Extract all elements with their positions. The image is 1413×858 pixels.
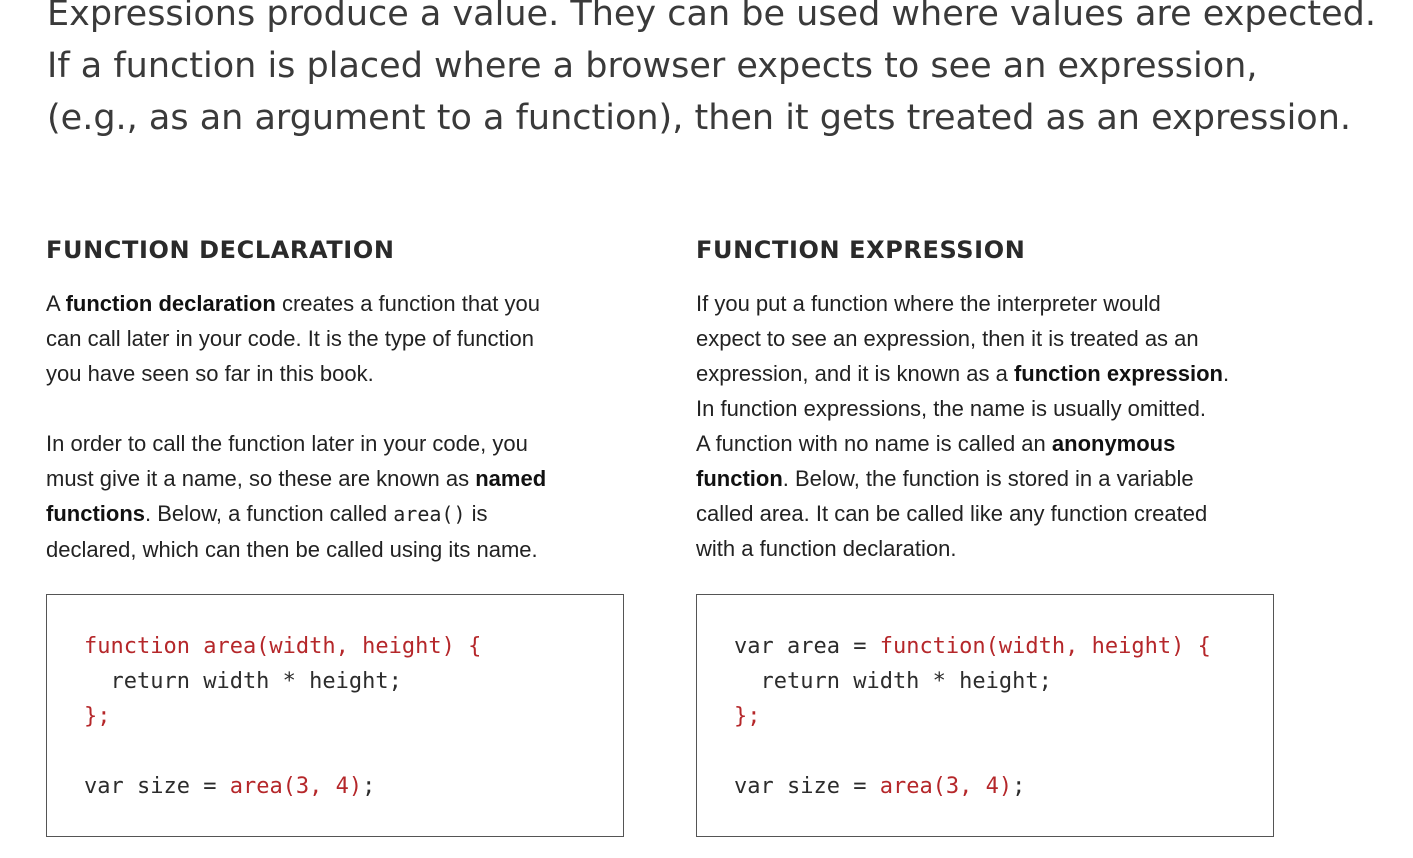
text-run: is <box>465 501 488 526</box>
bold-term: named <box>475 466 547 491</box>
declaration-paragraph-2: In order to call the function later in y… <box>46 426 646 567</box>
expression-paragraph: If you put a function where the interpre… <box>696 286 1296 566</box>
bold-term: function expression <box>1013 361 1223 386</box>
intro-paragraph: Expressions produce a value. They can be… <box>47 0 1377 144</box>
text-line: called area. It can be called like any f… <box>696 501 1208 526</box>
declaration-code-box: function area(width, height) { return wi… <box>46 594 624 837</box>
text-line: A function declaration creates a functio… <box>46 286 646 321</box>
code-line: var area = function(width, height) { <box>734 629 1211 664</box>
code-token: }; <box>734 704 761 729</box>
code-block: var area = function(width, height) { ret… <box>734 629 1211 804</box>
text-line: In function expressions, the name is usu… <box>696 396 1206 421</box>
text-line: function. Below, the function is stored … <box>696 461 1296 496</box>
code-line: var size = area(3, 4); <box>734 769 1211 804</box>
code-token: var size = <box>84 774 230 799</box>
text-line: declared, which can then be called using… <box>46 537 538 562</box>
function-expression-section: FUNCTION EXPRESSION If you put a functio… <box>696 232 1296 566</box>
code-line: return width * height; <box>734 664 1211 699</box>
code-token: var size = <box>734 774 880 799</box>
text-line: In order to call the function later in y… <box>46 431 528 456</box>
code-token: ; <box>362 774 376 799</box>
text-line: you have seen so far in this book. <box>46 361 374 386</box>
text-run: . Below, the function is stored in a var… <box>782 466 1194 491</box>
code-line: return width * height; <box>84 664 481 699</box>
expression-code-box: var area = function(width, height) { ret… <box>696 594 1274 837</box>
declaration-paragraph-1: A function declaration creates a functio… <box>46 286 646 391</box>
section-heading: FUNCTION DECLARATION <box>46 236 395 264</box>
inline-code: area() <box>393 502 466 526</box>
intro-line-3: (e.g., as an argument to a function), th… <box>47 98 1352 138</box>
text-line: must give it a name, so these are known … <box>46 461 646 496</box>
code-token: }; <box>84 704 111 729</box>
text-run: . <box>1223 361 1230 386</box>
text-run: . Below, a function called <box>145 501 394 526</box>
code-token: area(3, 4) <box>229 774 363 799</box>
bold-term: function <box>696 466 783 491</box>
bold-term: anonymous <box>1051 431 1176 456</box>
text-line: expect to see an expression, then it is … <box>696 326 1199 351</box>
code-token: var area = <box>734 634 880 659</box>
code-token: return width * height; <box>734 669 1052 694</box>
text-run: A <box>46 291 66 316</box>
code-line: }; <box>734 699 1211 734</box>
text-line: A function with no name is called an ano… <box>696 426 1296 461</box>
code-token: area(3, 4) <box>879 774 1013 799</box>
text-run: must give it a name, so these are known … <box>46 466 476 491</box>
bold-term: function declaration <box>65 291 276 316</box>
code-token: function(width, height) { <box>879 634 1211 659</box>
bold-term: functions <box>46 501 145 526</box>
text-line: functions. Below, a function called area… <box>46 496 646 532</box>
code-block: function area(width, height) { return wi… <box>84 629 481 804</box>
text-run: A function with no name is called an <box>696 431 1052 456</box>
code-token: ; <box>1012 774 1026 799</box>
text-run: expression, and it is known as a <box>696 361 1014 386</box>
text-line: can call later in your code. It is the t… <box>46 326 534 351</box>
code-line: }; <box>84 699 481 734</box>
text-line: with a function declaration. <box>696 536 957 561</box>
code-token: function area(width, height) { <box>84 634 482 659</box>
section-heading: FUNCTION EXPRESSION <box>696 236 1026 264</box>
code-line: var size = area(3, 4); <box>84 769 481 804</box>
text-line: expression, and it is known as a functio… <box>696 356 1296 391</box>
function-declaration-section: FUNCTION DECLARATION A function declarat… <box>46 232 646 567</box>
text-line: If you put a function where the interpre… <box>696 291 1161 316</box>
code-token: return width * height; <box>84 669 402 694</box>
intro-line-2: If a function is placed where a browser … <box>47 46 1258 86</box>
code-line-blank <box>734 734 1211 769</box>
text-run: creates a function that you <box>275 291 540 316</box>
code-line: function area(width, height) { <box>84 629 481 664</box>
intro-line-1: Expressions produce a value. They can be… <box>47 0 1376 34</box>
code-line-blank <box>84 734 481 769</box>
